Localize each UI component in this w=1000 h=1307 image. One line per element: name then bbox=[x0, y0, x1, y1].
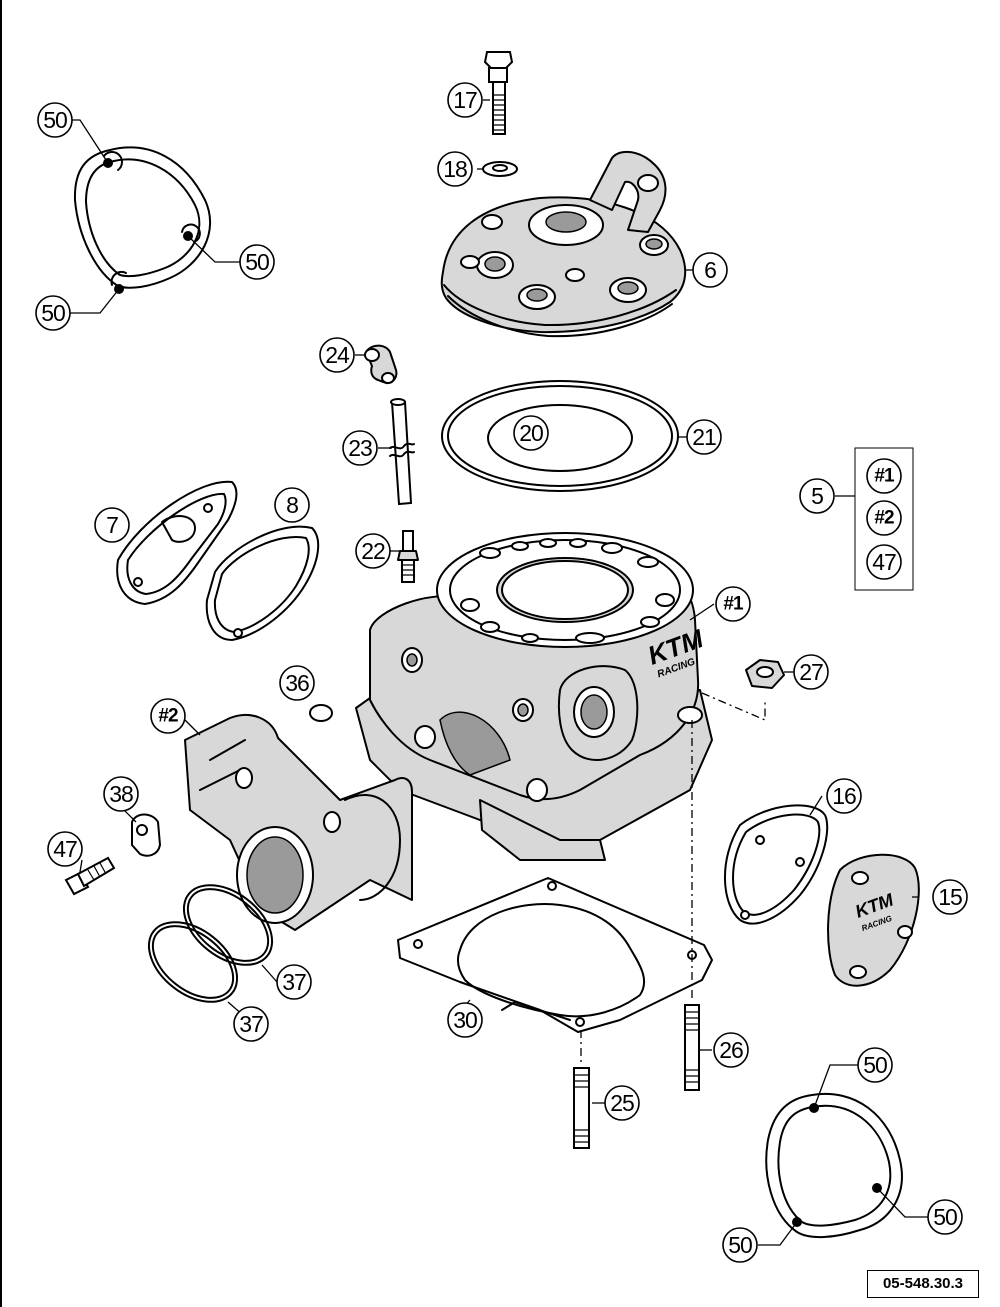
callout-37-lower: 37 bbox=[233, 1006, 269, 1042]
callout-7: 7 bbox=[94, 507, 130, 543]
part-16-gasket bbox=[723, 804, 829, 925]
svg-text:#1: #1 bbox=[723, 594, 744, 615]
part-36-oring bbox=[309, 704, 333, 722]
svg-text:37: 37 bbox=[282, 969, 306, 995]
svg-text:47: 47 bbox=[53, 836, 77, 862]
svg-text:15: 15 bbox=[938, 884, 962, 910]
svg-text:17: 17 bbox=[453, 87, 477, 113]
svg-text:50: 50 bbox=[43, 107, 67, 133]
callout-50-bottom-a: 50 bbox=[857, 1047, 893, 1083]
callout-group5-h2: #2 bbox=[866, 500, 902, 536]
part-38-clamp bbox=[131, 813, 162, 857]
part-15-cover: KTM RACING bbox=[827, 853, 920, 987]
callout-16: 16 bbox=[826, 778, 862, 814]
svg-text:50: 50 bbox=[933, 1204, 957, 1230]
callout-group5-h1: #1 bbox=[866, 458, 902, 494]
callout-5: 5 bbox=[799, 478, 835, 514]
callout-50-top-b: 50 bbox=[239, 244, 275, 280]
callout-17: 17 bbox=[447, 82, 483, 118]
svg-text:#2: #2 bbox=[158, 706, 178, 727]
svg-text:22: 22 bbox=[361, 538, 385, 564]
part-17-bolt bbox=[483, 51, 514, 135]
svg-text:21: 21 bbox=[692, 424, 716, 450]
callout-27: 27 bbox=[793, 654, 829, 690]
svg-text:16: 16 bbox=[832, 783, 856, 809]
callout-18: 18 bbox=[437, 151, 473, 187]
callout-50-bottom-c: 50 bbox=[722, 1227, 758, 1263]
svg-text:50: 50 bbox=[728, 1232, 752, 1258]
part-22-nipple bbox=[397, 530, 419, 583]
svg-text:50: 50 bbox=[863, 1052, 887, 1078]
callout-group5-47: 47 bbox=[866, 544, 902, 580]
part-flange-2 bbox=[184, 713, 413, 931]
callout-20: 20 bbox=[513, 415, 549, 451]
svg-text:5: 5 bbox=[811, 483, 823, 509]
callout-50-bottom-b: 50 bbox=[927, 1199, 963, 1235]
part-6-cylinder-head bbox=[440, 150, 687, 338]
callout-23: 23 bbox=[342, 430, 378, 466]
drawing-reference-code: 05-548.30.3 bbox=[867, 1270, 979, 1298]
svg-text:27: 27 bbox=[799, 659, 823, 685]
svg-text:47: 47 bbox=[872, 549, 896, 575]
callout-24: 24 bbox=[319, 337, 355, 373]
callout-38: 38 bbox=[103, 776, 139, 812]
cylinder-deck-ports bbox=[460, 538, 675, 644]
svg-text:50: 50 bbox=[245, 249, 269, 275]
part-37-oring-upper bbox=[182, 884, 274, 966]
svg-text:#1: #1 bbox=[874, 466, 895, 487]
svg-text:50: 50 bbox=[41, 300, 65, 326]
part-20-oring-small bbox=[487, 404, 633, 472]
callout-37-upper: 37 bbox=[276, 964, 312, 1000]
part-8-gasket bbox=[205, 525, 320, 641]
callout-21: 21 bbox=[686, 419, 722, 455]
svg-text:20: 20 bbox=[519, 420, 543, 446]
head-bolt-bosses bbox=[460, 214, 669, 310]
part-7-gasket bbox=[116, 480, 238, 605]
svg-text:38: 38 bbox=[109, 781, 133, 807]
callout-25: 25 bbox=[604, 1085, 640, 1121]
part-21-oring-large bbox=[441, 380, 679, 492]
callout-47: 47 bbox=[47, 831, 83, 867]
svg-text:7: 7 bbox=[106, 512, 118, 538]
part-18-washer bbox=[482, 161, 518, 177]
svg-text:8: 8 bbox=[286, 492, 298, 518]
group-5-bracket bbox=[835, 447, 914, 591]
part-25-stud bbox=[573, 1030, 590, 1149]
svg-text:23: 23 bbox=[348, 435, 372, 461]
part-50-gasket-bottom bbox=[758, 1064, 928, 1246]
callout-15: 15 bbox=[932, 879, 968, 915]
svg-text:30: 30 bbox=[453, 1007, 477, 1033]
svg-text:37: 37 bbox=[239, 1011, 263, 1037]
callout-50-top-c: 50 bbox=[35, 295, 71, 331]
callout-h2: #2 bbox=[150, 698, 186, 734]
callout-8: 8 bbox=[274, 487, 310, 523]
svg-text:#2: #2 bbox=[874, 508, 894, 529]
callout-6: 6 bbox=[692, 252, 728, 288]
callout-50-top-a: 50 bbox=[37, 102, 73, 138]
callout-h1: #1 bbox=[715, 586, 751, 622]
part-50-gasket-top bbox=[55, 119, 240, 314]
svg-text:36: 36 bbox=[285, 670, 309, 696]
svg-text:24: 24 bbox=[325, 342, 350, 368]
svg-text:26: 26 bbox=[719, 1037, 743, 1063]
svg-text:18: 18 bbox=[443, 156, 467, 182]
part-27-nut bbox=[701, 659, 785, 721]
callout-36: 36 bbox=[279, 665, 315, 701]
part-cylinder-1: KTM RACING bbox=[355, 532, 713, 861]
callout-26: 26 bbox=[713, 1032, 749, 1068]
svg-text:25: 25 bbox=[610, 1090, 634, 1116]
svg-text:6: 6 bbox=[704, 257, 716, 283]
part-47-screw bbox=[64, 856, 116, 896]
callout-22: 22 bbox=[355, 533, 391, 569]
callout-30: 30 bbox=[447, 1002, 483, 1038]
part-24-elbow-fitting bbox=[364, 344, 398, 385]
part-30-base-gasket bbox=[397, 877, 713, 1033]
part-23-hose bbox=[389, 398, 415, 506]
part-26-stud bbox=[684, 720, 700, 1091]
part-37-oring-lower bbox=[147, 921, 239, 1003]
